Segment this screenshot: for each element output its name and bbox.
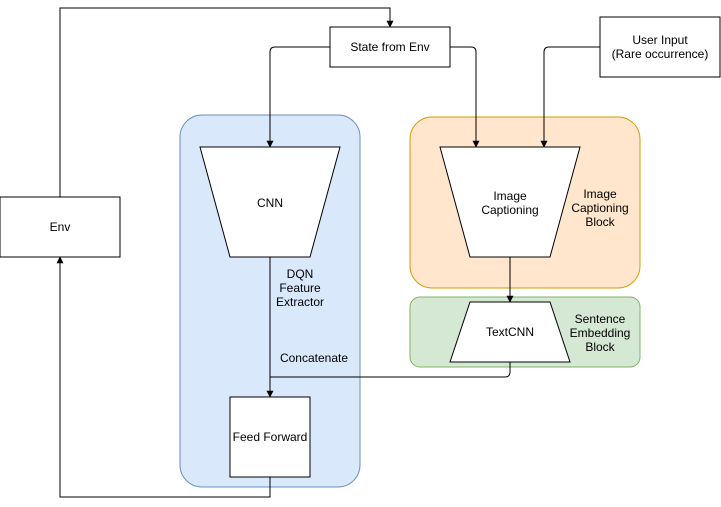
- dqn-feature-extractor-label-line1: DQN: [287, 267, 314, 281]
- cnn-label: CNN: [257, 196, 283, 210]
- user-input-node: [599, 16, 721, 78]
- edge-state-to-image-captioning: [450, 46, 480, 148]
- textcnn-label: TextCNN: [486, 325, 534, 339]
- image-captioning-label-line2: Captioning: [481, 203, 538, 217]
- sentence-embedding-block-label-line1: Sentence: [575, 312, 626, 326]
- sentence-embedding-block-label-line2: Embedding: [570, 326, 631, 340]
- dqn-feature-extractor-label-line2: Feature: [279, 281, 321, 295]
- state-from-env-label: State from Env: [350, 40, 429, 54]
- user-input-label-line2: (Rare occurrence): [612, 47, 709, 61]
- textcnn-node: [449, 301, 571, 363]
- edge-state-to-cnn: [266, 46, 330, 148]
- edge-env-to-state: [59, 7, 394, 197]
- dqn-feature-extractor-label-line3: Extractor: [276, 295, 324, 309]
- user-input-label-line1: User Input: [632, 33, 688, 47]
- image-captioning-label-line1: Image: [493, 189, 527, 203]
- image-captioning-block-label-line2: Captioning: [571, 201, 628, 215]
- image-captioning-node: [439, 146, 581, 258]
- image-captioning-block-label-line3: Block: [585, 215, 615, 229]
- concatenate-label: Concatenate: [280, 351, 348, 365]
- cnn-node: [199, 146, 341, 258]
- feed-forward-label: Feed Forward: [233, 430, 308, 444]
- image-captioning-block-label-line1: Image: [583, 187, 617, 201]
- env-label: Env: [50, 220, 71, 234]
- edge-user-input-to-image-captioning: [540, 46, 600, 148]
- sentence-embedding-block-label-line3: Block: [585, 340, 615, 354]
- edge-textcnn-to-concatenate: [270, 362, 511, 378]
- edge-feed-forward-to-env: [56, 256, 271, 498]
